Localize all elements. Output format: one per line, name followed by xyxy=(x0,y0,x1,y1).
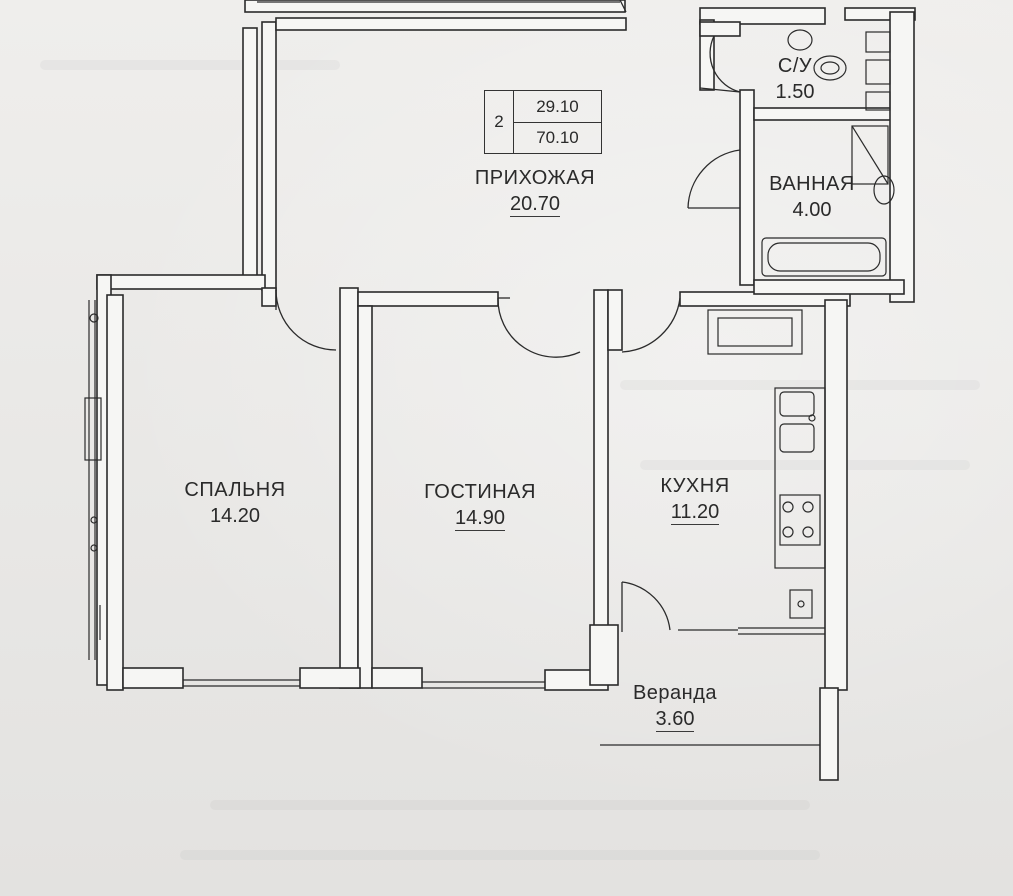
wall-bath-step xyxy=(699,21,741,37)
wall-bedroom-left xyxy=(106,294,124,691)
wall-kitchen-right xyxy=(824,299,848,691)
room-label-kitchen: КУХНЯ 11.20 xyxy=(630,476,760,525)
room-name: ПРИХОЖАЯ xyxy=(474,167,596,189)
room-name: КУХНЯ xyxy=(660,475,730,497)
wall-veranda-corner xyxy=(589,624,619,686)
wall-bottom-3 xyxy=(371,667,423,689)
wall-bath-right xyxy=(889,11,915,303)
total-area: 70.10 xyxy=(536,127,579,147)
wall-corridor-left xyxy=(242,27,258,279)
wall-bath-left xyxy=(739,89,755,286)
room-area: 11.20 xyxy=(670,501,720,525)
paper-texture xyxy=(640,460,970,470)
room-area: 3.60 xyxy=(655,708,695,732)
bedroom-wall-details xyxy=(84,313,102,640)
paper-texture xyxy=(40,60,340,70)
wall-veranda-right xyxy=(819,687,839,781)
wall-hall-left xyxy=(261,21,277,291)
living-area: 29.10 xyxy=(514,91,601,123)
windows xyxy=(88,1,825,746)
wall-top-right xyxy=(699,7,826,25)
wall-living-left xyxy=(357,305,373,689)
room-area: 4.00 xyxy=(792,199,832,221)
wall-bath-left-top xyxy=(699,19,715,91)
wall-bedroom-top-left xyxy=(96,274,266,290)
room-label-hall: ПРИХОЖАЯ 20.70 xyxy=(440,168,630,217)
room-name: СПАЛЬНЯ xyxy=(184,479,286,501)
wall-bottom-2 xyxy=(299,667,361,689)
wall-bath-bottom xyxy=(753,279,905,295)
room-area: 14.20 xyxy=(209,505,261,527)
wall-living-kitchen-thick xyxy=(607,289,623,351)
bathroom-fixtures xyxy=(761,125,895,277)
room-area: 20.70 xyxy=(509,193,561,217)
wall-bedroom-top-stub xyxy=(261,287,277,307)
kitchen-fixtures xyxy=(707,309,826,619)
paper-texture xyxy=(180,850,820,860)
room-name: Веранда xyxy=(632,682,718,704)
room-area: 1.50 xyxy=(775,81,815,103)
wall-bedroom-living xyxy=(339,287,359,689)
rooms-count: 2 xyxy=(485,91,514,153)
wall-bottom-1 xyxy=(122,667,184,689)
room-area: 14.90 xyxy=(454,507,506,531)
room-label-toilet: С/У 1.50 xyxy=(750,56,840,102)
apartment-summary-box: 2 29.10 70.10 xyxy=(484,90,602,154)
walls xyxy=(96,0,916,781)
room-label-bedroom: СПАЛЬНЯ 14.20 xyxy=(150,480,320,526)
room-label-veranda: Веранда 3.60 xyxy=(610,683,740,732)
paper-texture xyxy=(210,800,810,810)
room-label-bathroom: ВАННАЯ 4.00 xyxy=(752,174,872,220)
paper-texture xyxy=(620,380,980,390)
toilet-fixtures xyxy=(787,29,891,111)
room-name: ВАННАЯ xyxy=(769,173,855,195)
wall-living-kitchen xyxy=(593,289,609,631)
wall-living-top xyxy=(357,291,499,307)
room-name: ГОСТИНАЯ xyxy=(424,481,536,503)
doors xyxy=(275,0,741,632)
room-name: С/У xyxy=(777,55,813,77)
wall-top-left xyxy=(244,0,626,13)
wall-hall-top xyxy=(275,17,627,31)
room-label-living: ГОСТИНАЯ 14.90 xyxy=(390,482,570,531)
